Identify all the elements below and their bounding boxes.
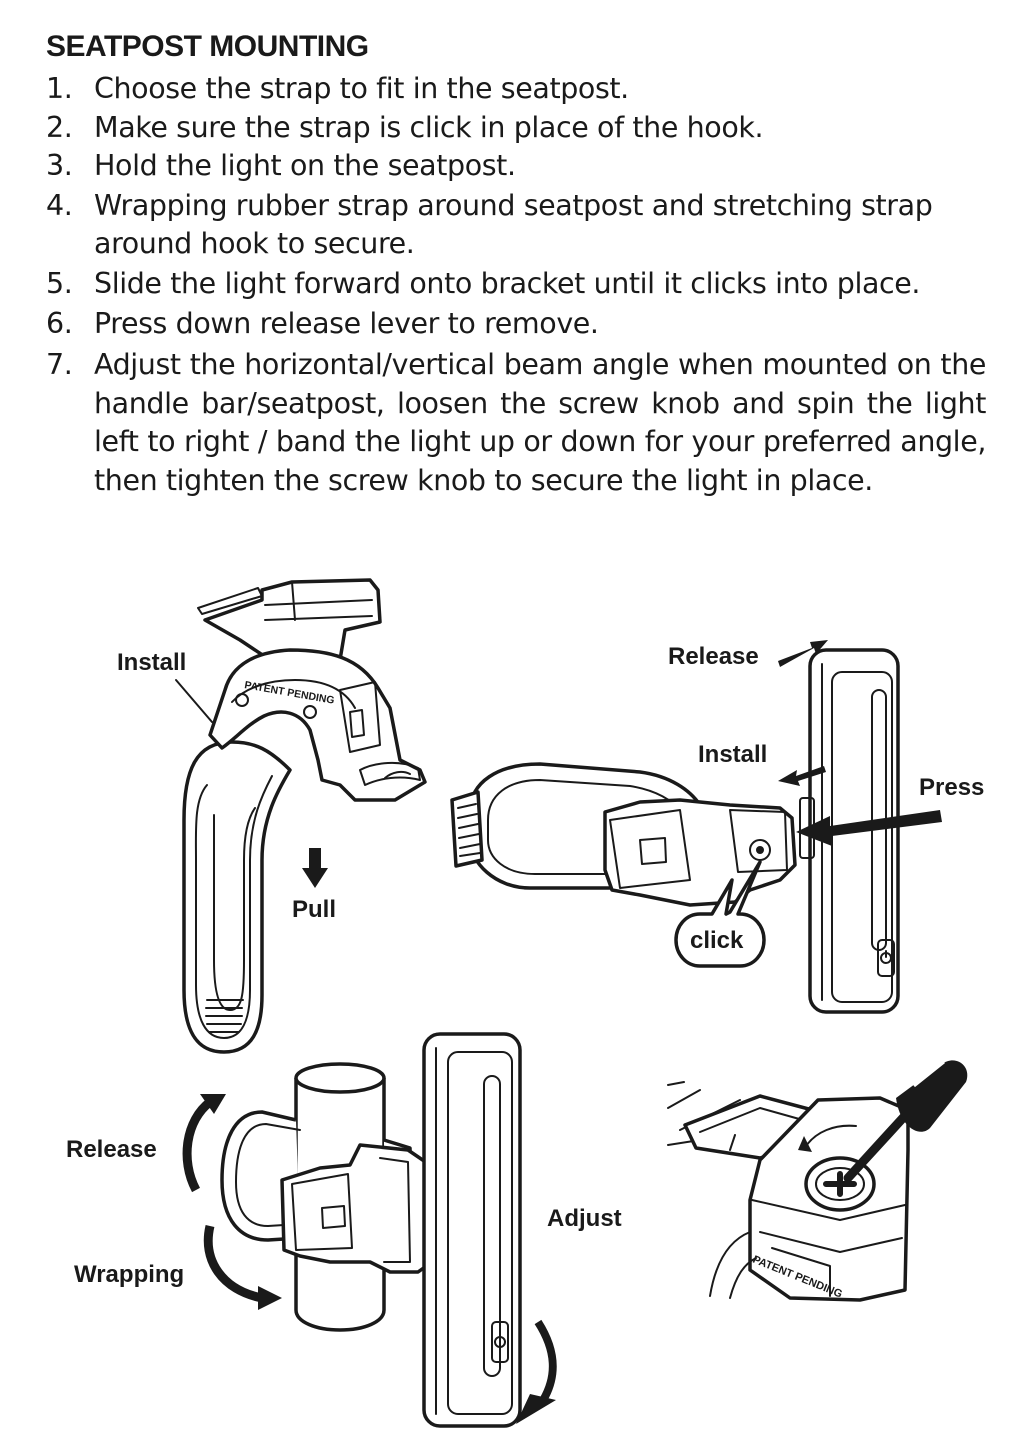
step-number: 6. [46, 306, 73, 340]
bracket-drawing [280, 1143, 434, 1274]
section-heading: SEATPOST MOUNTING [46, 30, 369, 63]
curved-arrow-icon [182, 1094, 226, 1193]
arrow-right-icon [778, 640, 828, 667]
step-text: Make sure the strap is click in place of… [94, 110, 764, 144]
step-text: Adjust the horizontal/vertical beam angl… [94, 348, 986, 497]
bracket-drawing [603, 798, 797, 907]
figure-seatpost-mounted: Release Wrapping Adjust [66, 1032, 622, 1428]
screwdriver-icon [843, 1060, 968, 1183]
step-number: 4. [46, 188, 73, 222]
curved-arrow-icon [516, 1319, 557, 1424]
instruction-step: 2. Make sure the strap is click in place … [46, 109, 986, 148]
instruction-step: 4. Wrapping rubber strap around seatpost … [46, 187, 986, 264]
step-number: 7. [46, 348, 73, 382]
figure-light-install: Release Install Press click [450, 640, 984, 1014]
label-adjust: Adjust [547, 1205, 622, 1232]
label-click: click [690, 927, 744, 954]
instruction-step: 1. Choose the strap to fit in the seatpos… [46, 70, 986, 109]
label-pull: Pull [292, 896, 336, 923]
arrow-left-icon [796, 810, 942, 846]
step-text: Wrapping rubber strap around seatpost an… [94, 188, 933, 261]
strap-grip-ridges [205, 999, 244, 1033]
label-install: Install [117, 649, 186, 676]
step-text: Slide the light forward onto bracket unt… [94, 266, 921, 300]
figure-strap-install: PATENT PENDING Install Pull [117, 578, 427, 1054]
leader-line [175, 679, 213, 723]
arrow-down-icon [302, 848, 328, 888]
step-text: Choose the strap to fit in the seatpost. [94, 72, 629, 105]
label-press: Press [919, 774, 984, 801]
label-release: Release [668, 643, 759, 670]
click-callout: click [674, 860, 766, 968]
step-text: Hold the light on the seatpost. [94, 149, 516, 183]
label-install: Install [698, 741, 767, 768]
power-button-icon [877, 939, 895, 977]
step-number: 2. [46, 110, 73, 144]
instruction-step: 3. Hold the light on the seatpost. [46, 147, 986, 186]
label-release: Release [66, 1136, 157, 1163]
step-text: Press down release lever to remove. [94, 306, 599, 340]
instruction-step: 6. Press down release lever to remove. [46, 305, 986, 344]
arrow-left-icon [778, 766, 826, 786]
label-wrapping: Wrapping [74, 1261, 184, 1288]
instruction-list: 1. Choose the strap to fit in the seatpos… [46, 70, 986, 501]
curved-arrow-icon [203, 1224, 282, 1310]
power-button-icon [491, 1321, 509, 1363]
figure-screw-knob: PATENT PENDING [667, 1060, 968, 1302]
instruction-step: 7. Adjust the horizontal/vertical beam an… [46, 346, 986, 500]
step-number: 3. [46, 149, 73, 183]
tail-light-drawing [422, 1032, 522, 1428]
bracket-drawing: PATENT PENDING [197, 578, 427, 802]
rubber-strap-drawing [182, 740, 292, 1054]
instruction-step: 5. Slide the light forward onto bracket u… [46, 265, 986, 304]
step-number: 5. [46, 266, 73, 300]
curved-arrow-icon [798, 1124, 857, 1152]
step-number: 1. [46, 72, 73, 105]
